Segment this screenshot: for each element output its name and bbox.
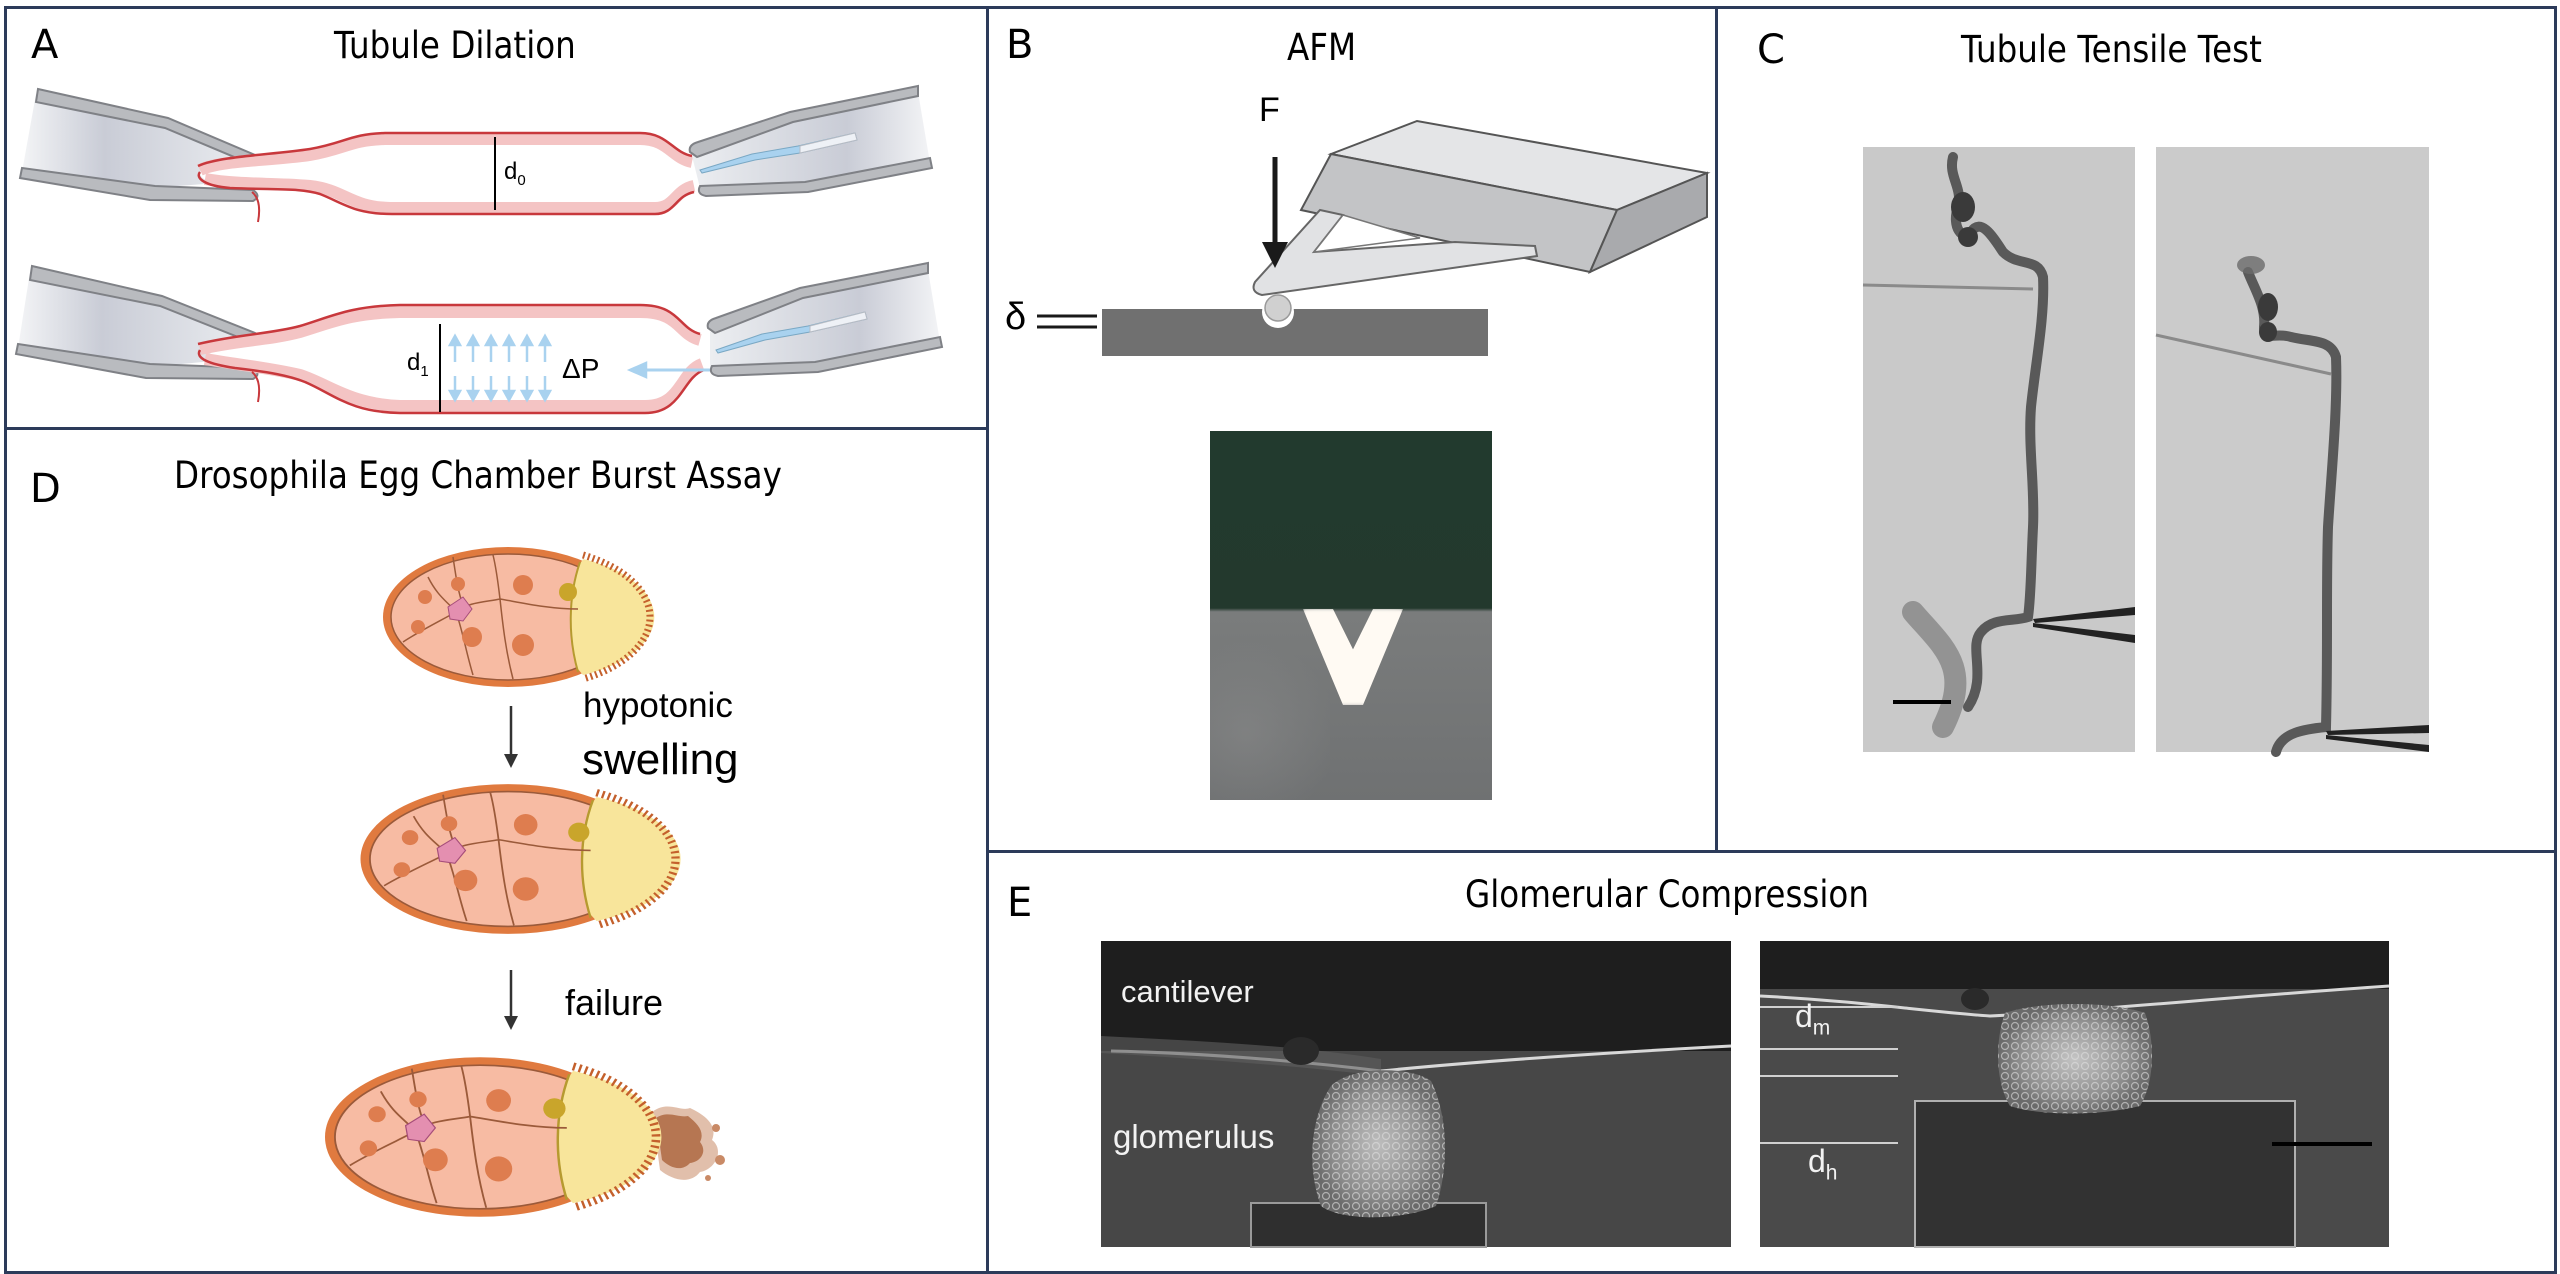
panel-letter: C: [1757, 27, 1785, 73]
pressure-arrows: [447, 333, 716, 403]
texture: [1210, 631, 1330, 800]
bead-tip: [1262, 294, 1294, 328]
panel-c: C Tubule Tensile Test: [1718, 9, 2557, 850]
indentation-marker: [1037, 314, 1097, 329]
step-arrow-swelling: [504, 706, 518, 768]
cantilever-label: cantilever: [1121, 974, 1254, 1009]
glomerulus-label: glomerulus: [1113, 1118, 1275, 1155]
tubule-bottom-dilated: [197, 303, 716, 415]
panel-title: Drosophila Egg Chamber Burst Assay: [174, 454, 782, 497]
down-arrows: [447, 376, 553, 403]
dm-label: dm: [1795, 998, 1831, 1040]
cantilever-beam: [1252, 208, 1539, 297]
right-injection-pipette-top: [688, 84, 934, 198]
egg-chamber-diagram: [0, 430, 725, 1274]
right-injection-pipette-bottom: [706, 261, 944, 378]
inflow-arrow: [626, 361, 716, 379]
tensile-photo-before: [1862, 147, 2135, 752]
tensile-photo-after: [2155, 147, 2429, 757]
step-arrow-failure: [504, 970, 518, 1030]
tubule-dilation-diagram: [14, 84, 944, 415]
substrate: [1102, 309, 1488, 356]
up-arrows: [447, 333, 553, 362]
egg-chamber-swollen: [361, 784, 681, 934]
step-label-hypotonic: hypotonic: [583, 686, 733, 725]
panel-title: AFM: [1287, 26, 1357, 69]
egg-chamber-initial: [383, 547, 654, 687]
measurement-lines: [1760, 1006, 1898, 1144]
d1-label: d1: [407, 349, 429, 380]
afm-tip-micrograph: [1210, 431, 1492, 800]
step-label-swelling: swelling: [582, 735, 739, 784]
panel-d: D Drosophila Egg Chamber Burst Assay: [7, 430, 986, 1274]
indentation-label: δ: [1005, 296, 1027, 338]
force-arrow: [1262, 157, 1288, 268]
panel-a: A Tubule Dilation: [7, 9, 986, 427]
panel-e: E Glomerular Compression: [989, 853, 2557, 1274]
panel-letter: E: [1007, 880, 1033, 926]
pressure-label: ΔP: [562, 353, 600, 384]
divider-a-b: [986, 6, 989, 1274]
panel-b: B AFM: [989, 9, 1715, 850]
glomerulus-photo-left: [1101, 941, 1732, 1248]
force-label: F: [1259, 91, 1280, 129]
afm-diagram: [1037, 119, 1711, 356]
dh-label: dh: [1808, 1143, 1838, 1185]
panel-title: Glomerular Compression: [1465, 873, 1869, 916]
debris: [652, 1106, 725, 1181]
panel-letter: B: [1006, 22, 1034, 68]
divider-b-c: [1715, 6, 1718, 852]
divider-bc-e: [986, 850, 2557, 853]
panel-letter: A: [31, 22, 59, 68]
panel-title: Tubule Dilation: [334, 24, 576, 67]
cantilever-chip: [1299, 119, 1711, 275]
tubule-top: [197, 131, 696, 223]
panel-letter: D: [30, 466, 61, 512]
d0-label: d0: [504, 158, 526, 189]
step-label-failure: failure: [565, 982, 664, 1023]
divider-a-d: [4, 427, 988, 430]
panel-title: Tubule Tensile Test: [1961, 28, 2262, 71]
egg-chamber-burst: [325, 1057, 725, 1217]
glomerulus-photo-right: [1759, 941, 2390, 1248]
